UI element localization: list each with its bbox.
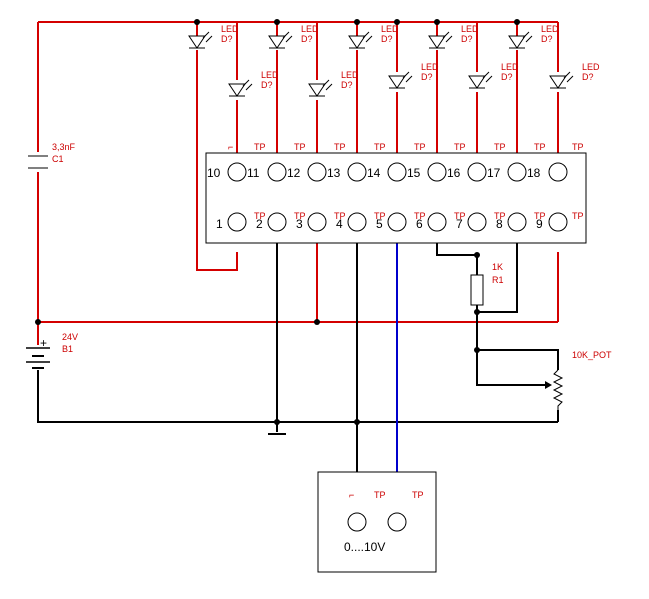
svg-text:LED: LED [541, 24, 559, 34]
svg-text:TP: TP [454, 142, 466, 152]
pin-8: 8 [496, 217, 503, 231]
svg-text:TP: TP [374, 211, 386, 221]
svg-text:TP: TP [534, 142, 546, 152]
svg-text:TP: TP [534, 211, 546, 221]
svg-text:LED: LED [221, 24, 239, 34]
pin-7: 7 [456, 217, 463, 231]
svg-text:TP: TP [374, 142, 386, 152]
svg-text:TP: TP [572, 142, 584, 152]
output-range-label: 0....10V [344, 540, 385, 554]
svg-text:TP: TP [374, 490, 386, 500]
pin-12: 12 [287, 166, 301, 180]
pot-value: 10K_POT [572, 350, 612, 360]
pin-18: 18 [527, 166, 541, 180]
svg-text:D?: D? [381, 34, 393, 44]
resistor-ref: R1 [492, 275, 504, 285]
svg-text:TP: TP [414, 211, 426, 221]
junction-dots [35, 19, 520, 425]
capacitor-value: 3,3nF [52, 142, 76, 152]
svg-text:LED: LED [341, 70, 359, 80]
svg-text:D?: D? [421, 72, 433, 82]
pin-13: 13 [327, 166, 341, 180]
svg-text:TP: TP [334, 211, 346, 221]
pin-17: 17 [487, 166, 501, 180]
svg-text:TP: TP [294, 142, 306, 152]
svg-text:LED: LED [582, 62, 600, 72]
red-wires [37, 21, 559, 345]
output-connector: ⌐ TP TP 0....10V [317, 471, 437, 573]
connector-top-tp-labels: ⌐ TP TP TP TP TP TP TP TP TP [228, 142, 584, 152]
svg-text:D?: D? [541, 34, 553, 44]
svg-text:TP: TP [414, 142, 426, 152]
battery-plus: + [40, 336, 47, 350]
connector-bottom-row: 1 2 3 4 5 6 7 8 9 [216, 212, 568, 232]
pin-14: 14 [367, 166, 381, 180]
pin-3: 3 [296, 217, 303, 231]
svg-text:D?: D? [501, 72, 513, 82]
connector-bottom-tp-labels: TP TP TP TP TP TP TP TP TP [254, 211, 584, 221]
pin-6: 6 [416, 217, 423, 231]
svg-text:D?: D? [341, 80, 353, 90]
svg-text:TP: TP [454, 211, 466, 221]
resistor-r1: 1K R1 [470, 262, 504, 306]
svg-text:LED: LED [501, 62, 519, 72]
pin-9: 9 [536, 217, 543, 231]
svg-text:TP: TP [412, 490, 424, 500]
svg-text:⌐: ⌐ [349, 490, 354, 500]
svg-text:D?: D? [261, 80, 273, 90]
svg-text:D?: D? [461, 34, 473, 44]
pin-4: 4 [336, 217, 343, 231]
svg-text:LED: LED [381, 24, 399, 34]
capacitor-ref: C1 [52, 154, 64, 164]
svg-text:⌐: ⌐ [228, 142, 233, 152]
svg-text:TP: TP [572, 211, 584, 221]
svg-text:LED: LED [461, 24, 479, 34]
battery-ref: B1 [62, 344, 73, 354]
svg-text:TP: TP [334, 142, 346, 152]
connector-top-row: 10 11 12 13 14 15 16 17 18 [207, 162, 568, 182]
black-wires [37, 229, 559, 510]
potentiometer: 10K_POT [545, 350, 612, 410]
svg-text:TP: TP [254, 142, 266, 152]
pin-10: 10 [207, 166, 221, 180]
svg-text:D?: D? [221, 34, 233, 44]
svg-text:TP: TP [254, 211, 266, 221]
svg-text:LED: LED [301, 24, 319, 34]
svg-text:TP: TP [494, 142, 506, 152]
pin-1: 1 [216, 217, 223, 231]
svg-text:D?: D? [582, 72, 594, 82]
pin-11: 11 [247, 166, 260, 180]
connector-18pin: ⌐ TP TP TP TP TP TP TP TP TP 10 11 12 13… [205, 142, 587, 244]
pin-5: 5 [376, 217, 383, 231]
pin-2: 2 [256, 217, 263, 231]
svg-text:D?: D? [301, 34, 313, 44]
pin-15: 15 [407, 166, 421, 180]
battery-value: 24V [62, 332, 78, 342]
resistor-value: 1K [492, 262, 503, 272]
svg-text:LED: LED [261, 70, 279, 80]
svg-text:TP: TP [494, 211, 506, 221]
svg-text:TP: TP [294, 211, 306, 221]
battery-b1: + 24V B1 [26, 332, 78, 369]
svg-text:LED: LED [421, 62, 439, 72]
pin-16: 16 [447, 166, 461, 180]
capacitor-c1: 3,3nF C1 [28, 142, 76, 169]
